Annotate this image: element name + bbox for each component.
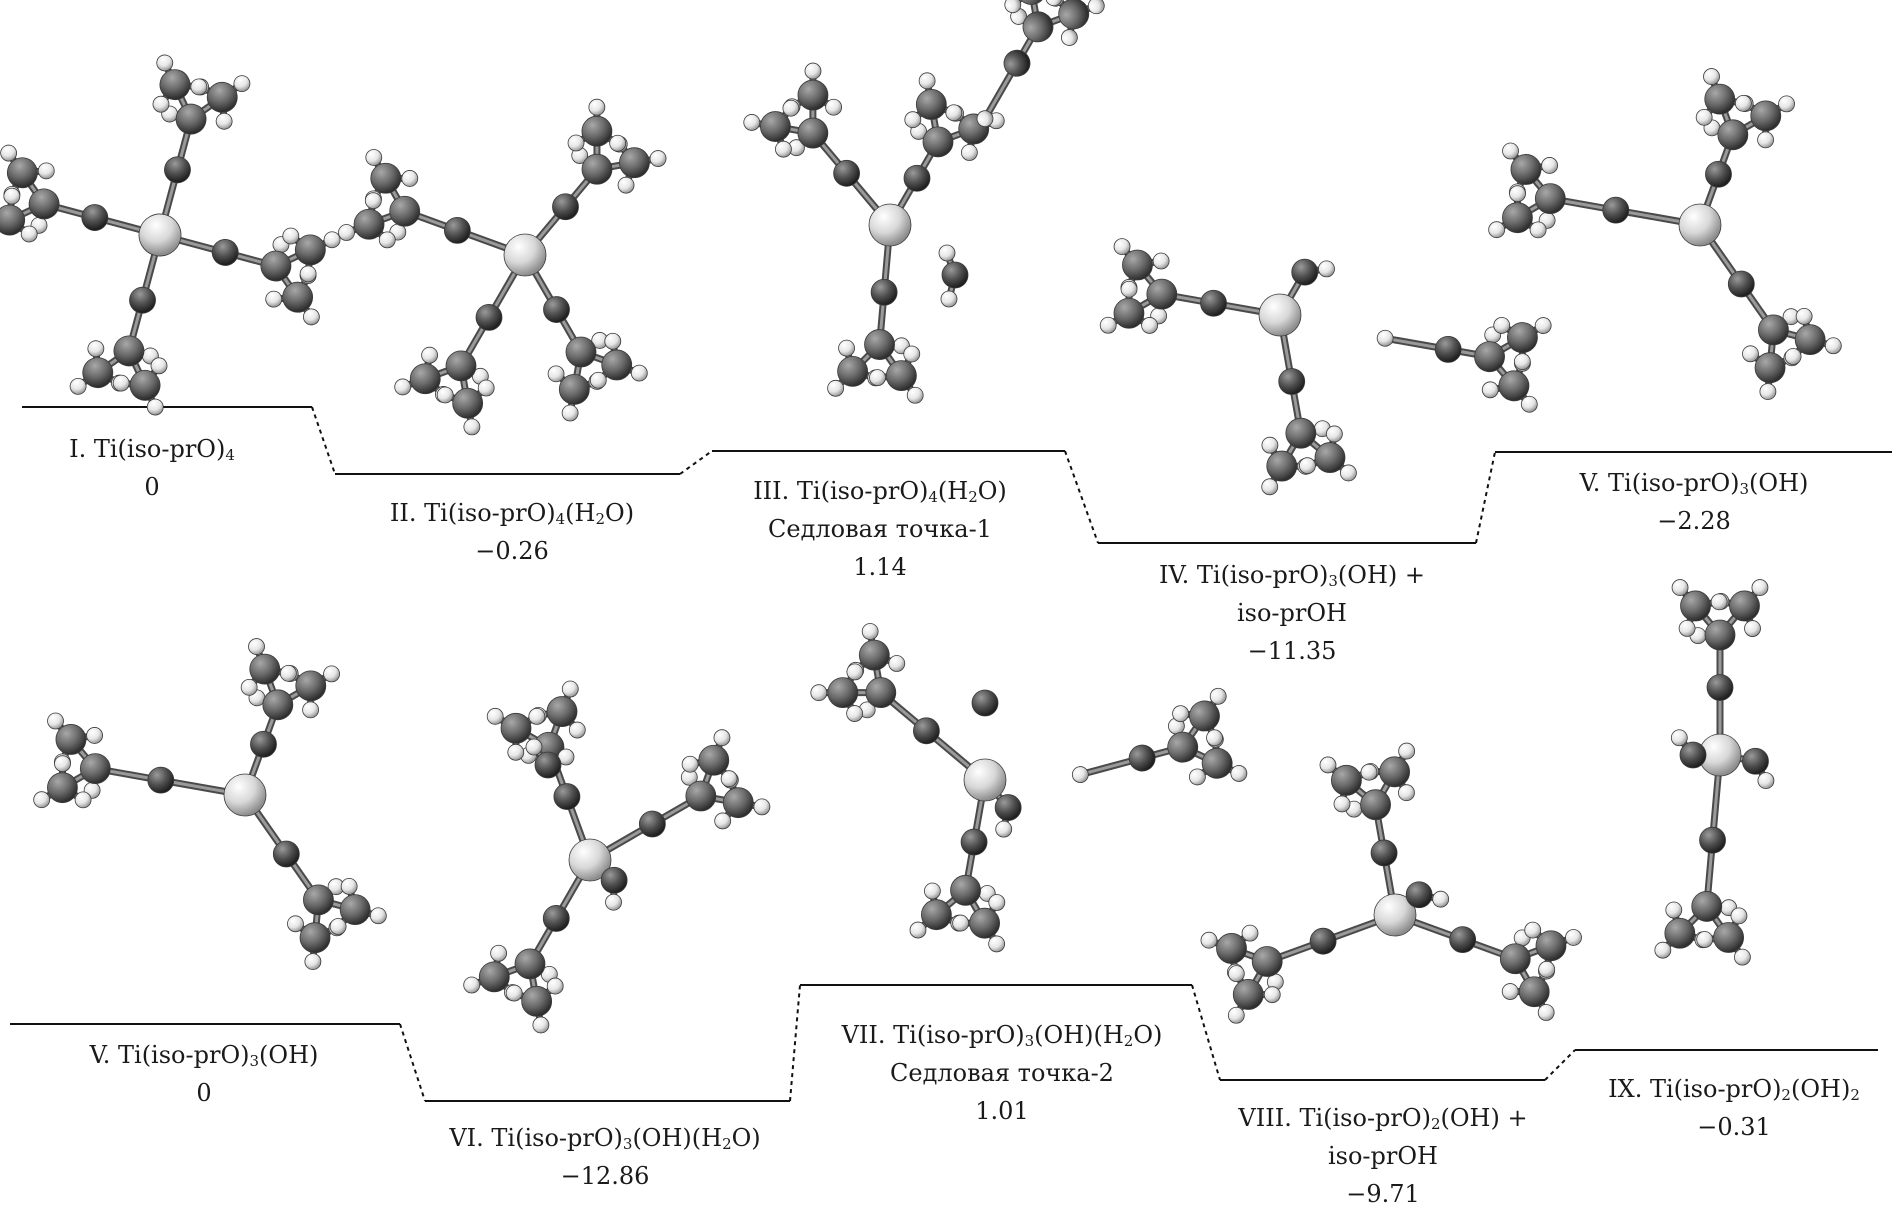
molecule-V-bottom <box>34 639 387 970</box>
state-formula: IX. Ti(iso-prO)2(OH)2 <box>1608 1070 1860 1108</box>
state-energy: 1.01 <box>842 1092 1163 1130</box>
state-energy: 1.14 <box>753 548 1007 586</box>
state-saddle-label: Седловая точка-1 <box>753 510 1007 548</box>
state-energy: −0.31 <box>1608 1108 1860 1146</box>
molecule-III <box>744 63 1005 403</box>
state-energy: −12.86 <box>449 1157 760 1195</box>
state-formula: III. Ti(iso-prO)4(H2O) <box>753 472 1007 510</box>
energy-connector-1-0 <box>400 1024 425 1101</box>
molecule-IV-isopropanol <box>1369 290 1552 414</box>
state-label-II: II. Ti(iso-prO)4(H2O) −0.26 <box>390 494 634 570</box>
molecule-I <box>0 20 375 450</box>
state-label-VI: VI. Ti(iso-prO)3(OH)(H2O) −12.86 <box>449 1119 760 1195</box>
state-label-VIII: VIII. Ti(iso-prO)2(OH) + iso-prOH −9.71 <box>1238 1099 1527 1213</box>
molecule-III-water <box>939 245 968 307</box>
energy-connector-1-2 <box>1192 985 1220 1080</box>
energy-connector-1-3 <box>1545 1050 1575 1080</box>
molecule-IX <box>1655 580 1774 966</box>
state-label-V: V. Ti(iso-prO)3(OH) −2.28 <box>1580 464 1809 540</box>
state-formula: V. Ti(iso-prO)3(OH) <box>90 1036 319 1074</box>
state-formula: VIII. Ti(iso-prO)2(OH) + <box>1238 1099 1527 1137</box>
state-label-V: V. Ti(iso-prO)3(OH) 0 <box>90 1036 319 1112</box>
state-energy: 0 <box>69 468 235 506</box>
energy-connector-0-3 <box>1476 452 1495 543</box>
state-formula: IV. Ti(iso-prO)3(OH) + <box>1159 556 1425 594</box>
energy-connector-0-1 <box>680 451 712 474</box>
molecule-VI <box>464 681 770 1033</box>
molecule-II <box>338 99 666 435</box>
energy-connector-0-2 <box>1065 451 1098 543</box>
state-energy: −0.26 <box>390 532 634 570</box>
state-formula: VI. Ti(iso-prO)3(OH)(H2O) <box>449 1119 760 1157</box>
state-energy: 0 <box>90 1074 319 1112</box>
molecule-IV <box>1100 239 1356 495</box>
energy-connector-1-1 <box>790 985 800 1101</box>
state-label-VII: VII. Ti(iso-prO)3(OH)(H2O) Седловая точк… <box>842 1016 1163 1130</box>
molecule-VII-isopropanol <box>1060 687 1248 823</box>
state-formula: V. Ti(iso-prO)3(OH) <box>1580 464 1809 502</box>
state-extra: iso-prOH <box>1238 1137 1527 1175</box>
state-formula: VII. Ti(iso-prO)3(OH)(H2O) <box>842 1016 1163 1054</box>
state-energy: −11.35 <box>1159 632 1425 670</box>
state-energy: −2.28 <box>1580 502 1809 540</box>
state-formula: I. Ti(iso-prO)4 <box>69 430 235 468</box>
state-extra: iso-prOH <box>1159 594 1425 632</box>
energy-connector-0-0 <box>312 407 335 474</box>
state-label-I: I. Ti(iso-prO)4 0 <box>69 430 235 506</box>
state-label-III: III. Ti(iso-prO)4(H2O) Седловая точка-1 … <box>753 472 1007 586</box>
molecule-VIII <box>1201 743 1582 1023</box>
molecule-VII <box>811 624 1021 952</box>
state-saddle-label: Седловая точка-2 <box>842 1054 1163 1092</box>
state-label-IX: IX. Ti(iso-prO)2(OH)2 −0.31 <box>1608 1070 1860 1146</box>
state-energy: −9.71 <box>1238 1175 1527 1213</box>
state-label-IV: IV. Ti(iso-prO)3(OH) + iso-prOH −11.35 <box>1159 556 1425 670</box>
molecule-V-top <box>1489 69 1842 400</box>
state-formula: II. Ti(iso-prO)4(H2O) <box>390 494 634 532</box>
molecule-VII-oxygen <box>972 690 998 716</box>
